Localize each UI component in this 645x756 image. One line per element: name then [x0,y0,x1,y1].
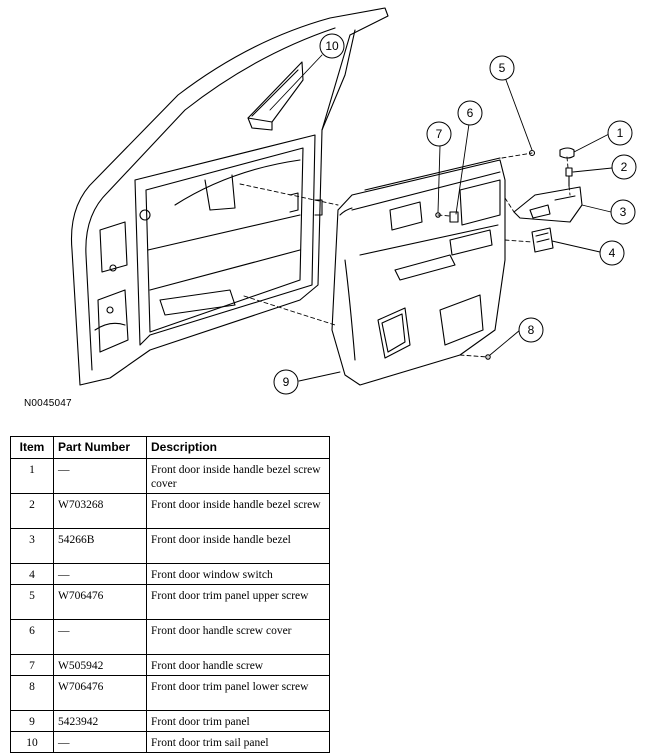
table-row: 9 5423942 Front door trim panel [10,710,330,732]
row-part-number: W505942 [53,654,147,676]
row-item: 5 [10,584,54,620]
header-description: Description [146,436,330,459]
figure-id: N0045047 [24,398,72,409]
row-item: 9 [10,710,54,732]
row-part-number: — [53,731,147,753]
header-item: Item [10,436,54,459]
callout-9: 9 [273,369,299,395]
callout-4: 4 [599,240,625,266]
row-description: Front door window switch [146,563,330,585]
row-item: 7 [10,654,54,676]
assembly-lines [239,152,571,358]
row-part-number: 54266B [53,528,147,564]
handle-screw-cover [449,211,459,223]
row-description: Front door inside handle bezel [146,528,330,564]
screw-cover [559,147,575,159]
callout-5: 5 [489,55,515,81]
table-row: 6 — Front door handle screw cover [10,619,330,655]
trim-panel [331,157,506,386]
table-row: 4 — Front door window switch [10,563,330,585]
svg-text:10: 10 [325,39,339,53]
row-part-number: — [53,619,147,655]
row-description: Front door trim panel [146,710,330,732]
row-part-number: — [53,563,147,585]
callout-6: 6 [457,100,483,126]
table-row: 10 — Front door trim sail panel [10,731,330,753]
svg-text:8: 8 [528,323,535,337]
handle-bezel [513,186,583,223]
svg-text:4: 4 [609,246,616,260]
table-header-row: Item Part Number Description [10,436,330,459]
table-row: 8 W706476 Front door trim panel lower sc… [10,675,330,711]
row-description: Front door trim sail panel [146,731,330,753]
row-description: Front door inside handle bezel screw cov… [146,458,330,494]
row-description: Front door trim panel upper screw [146,584,330,620]
row-part-number: W703268 [53,493,147,529]
header-part-number: Part Number [53,436,147,459]
leader-lines [269,54,613,382]
row-item: 10 [10,731,54,753]
table-row: 7 W505942 Front door handle screw [10,654,330,676]
window-switch [531,227,554,253]
row-part-number: W706476 [53,675,147,711]
callout-8: 8 [518,317,544,343]
table-row: 1 — Front door inside handle bezel screw… [10,458,330,494]
table-row: 2 W703268 Front door inside handle bezel… [10,493,330,529]
callout-1: 1 [607,120,633,146]
svg-text:7: 7 [436,127,443,141]
svg-text:5: 5 [499,61,506,75]
sail-panel [247,61,304,131]
row-description: Front door handle screw cover [146,619,330,655]
row-description: Front door inside handle bezel screw [146,493,330,529]
svg-text:6: 6 [467,106,474,120]
svg-text:2: 2 [621,160,628,174]
row-description: Front door trim panel lower screw [146,675,330,711]
callout-7: 7 [426,121,452,147]
row-part-number: 5423942 [53,710,147,732]
door-shell [70,7,389,386]
row-item: 6 [10,619,54,655]
svg-text:1: 1 [617,126,624,140]
row-item: 2 [10,493,54,529]
row-item: 8 [10,675,54,711]
row-item: 4 [10,563,54,585]
row-description: Front door handle screw [146,654,330,676]
svg-text:3: 3 [620,205,627,219]
svg-text:9: 9 [283,375,290,389]
row-item: 3 [10,528,54,564]
parts-table: Item Part Number Description 1 — Front d… [10,436,330,753]
row-item: 1 [10,458,54,494]
table-row: 5 W706476 Front door trim panel upper sc… [10,584,330,620]
lower-screw [485,354,491,360]
door-exploded-view: 10 5 6 7 1 2 3 4 8 9 [70,7,637,395]
callout-3: 3 [610,199,636,225]
row-part-number: W706476 [53,584,147,620]
row-part-number: — [53,458,147,494]
callout-2: 2 [611,154,637,180]
bezel-screw [565,167,573,187]
callout-10: 10 [319,33,345,59]
table-row: 3 54266B Front door inside handle bezel [10,528,330,564]
